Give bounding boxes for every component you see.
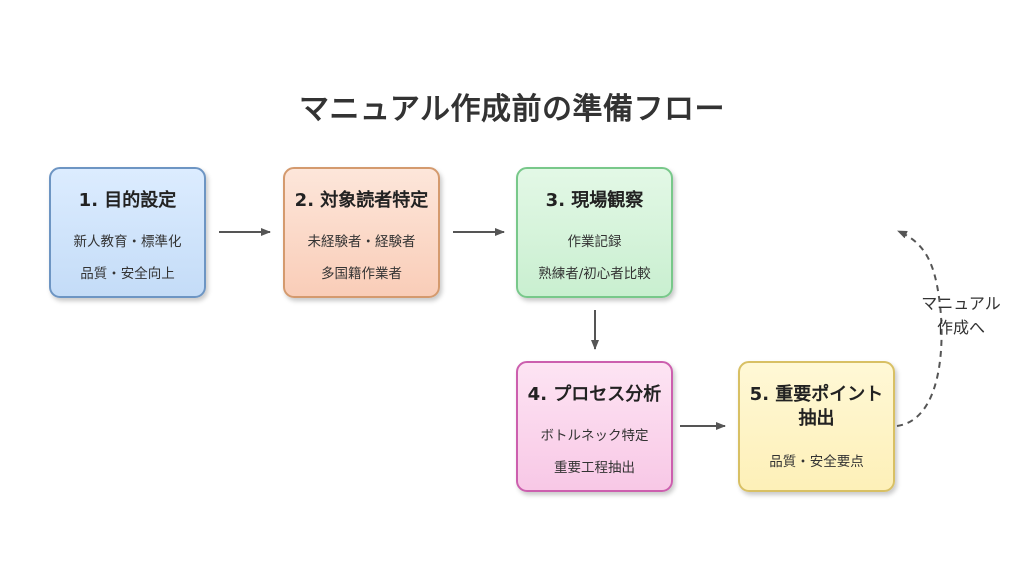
step-2-detail-1: 未経験者・経験者 xyxy=(307,234,416,250)
diagram-title: マニュアル作成前の準備フロー xyxy=(298,92,726,127)
step-4-process-analysis-box: 4. プロセス分析 ボトルネック特定 重要工程抽出 xyxy=(516,361,673,492)
step-4-detail-2: 重要工程抽出 xyxy=(554,460,635,476)
dashed-arrow-to-manual-creation xyxy=(896,230,943,427)
step-1-title: 1. 目的設定 xyxy=(78,190,177,211)
step-2-audience-box: 2. 対象読者特定 未経験者・経験者 多国籍作業者 xyxy=(283,167,440,298)
step-5-title-line-1: 5. 重要ポイント xyxy=(749,384,884,405)
step-5-key-points-box: 5. 重要ポイント 抽出 品質・安全要点 xyxy=(738,361,895,492)
step-4-title: 4. プロセス分析 xyxy=(527,384,662,405)
step-3-detail-1: 作業記録 xyxy=(567,234,622,250)
next-step-note-line-2: 作成へ xyxy=(936,318,985,337)
step-1-detail-1: 新人教育・標準化 xyxy=(73,234,182,250)
step-5-detail-1: 品質・安全要点 xyxy=(769,454,864,470)
next-step-note-line-1: マニュアル xyxy=(921,294,1001,313)
step-1-purpose-box: 1. 目的設定 新人教育・標準化 品質・安全向上 xyxy=(49,167,206,298)
step-2-title: 2. 対象読者特定 xyxy=(294,190,429,211)
step-4-detail-1: ボトルネック特定 xyxy=(540,428,649,444)
step-5-title-line-2: 抽出 xyxy=(798,408,835,429)
step-3-title: 3. 現場観察 xyxy=(545,190,644,211)
step-2-detail-2: 多国籍作業者 xyxy=(321,266,402,282)
next-step-note: マニュアル 作成へ xyxy=(906,292,1016,340)
step-1-detail-2: 品質・安全向上 xyxy=(80,266,175,282)
step-3-detail-2: 熟練者/初心者比較 xyxy=(538,266,651,282)
step-5-title: 5. 重要ポイント 抽出 xyxy=(740,383,893,431)
step-3-observation-box: 3. 現場観察 作業記録 熟練者/初心者比較 xyxy=(516,167,673,298)
